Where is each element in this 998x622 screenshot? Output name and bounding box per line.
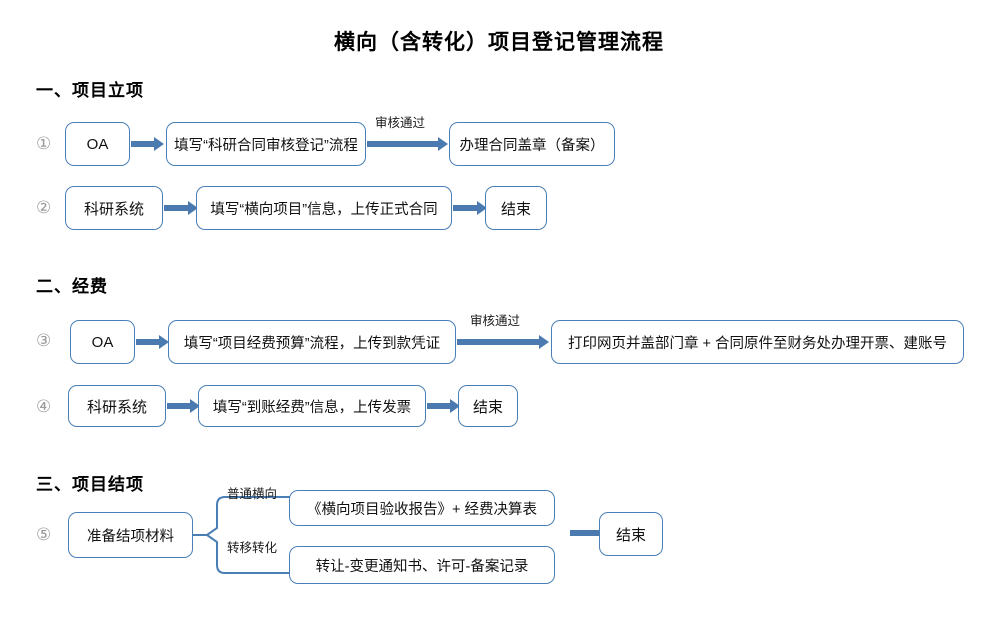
row-index-2: ② <box>36 198 52 217</box>
node-horizontal-project-info[interactable]: 填写“横向项目”信息，上传正式合同 <box>196 186 452 230</box>
node-acceptance-report[interactable]: 《横向项目验收报告》+ 经费决算表 <box>289 490 555 526</box>
node-end-1[interactable]: 结束 <box>485 186 547 230</box>
row-index-5: ⑤ <box>36 525 52 544</box>
section-heading-3: 三、项目结项 <box>36 475 144 494</box>
arrow-4-2 <box>427 403 451 409</box>
node-research-system-1[interactable]: 科研系统 <box>65 186 163 230</box>
edge-label-approved-1: 审核通过 <box>375 116 426 130</box>
row-index-1: ① <box>36 134 52 153</box>
row-index-3: ③ <box>36 331 52 350</box>
arrow-2-2 <box>453 205 478 211</box>
node-end-3[interactable]: 结束 <box>599 512 663 556</box>
node-research-system-2[interactable]: 科研系统 <box>68 385 166 427</box>
node-oa-1[interactable]: OA <box>65 122 130 166</box>
node-print-and-seal[interactable]: 打印网页并盖部门章 + 合同原件至财务处办理开票、建账号 <box>551 320 964 364</box>
arrow-4-1 <box>167 403 191 409</box>
section-heading-1: 一、项目立项 <box>36 81 144 100</box>
node-contract-registration[interactable]: 填写“科研合同审核登记”流程 <box>166 122 366 166</box>
arrow-3-2 <box>457 339 540 345</box>
page-title: 横向（含转化）项目登记管理流程 <box>334 31 664 54</box>
row-index-4: ④ <box>36 397 52 416</box>
branch-label-normal: 普通横向 <box>227 487 278 501</box>
edge-label-approved-2: 审核通过 <box>470 314 521 328</box>
branch-label-transfer: 转移转化 <box>227 541 278 555</box>
arrow-3-1 <box>136 339 160 345</box>
arrow-1-2 <box>367 141 439 147</box>
branch-connector <box>193 496 299 574</box>
arrow-2-1 <box>164 205 189 211</box>
node-received-funds[interactable]: 填写“到账经费”信息，上传发票 <box>198 385 426 427</box>
section-heading-2: 二、经费 <box>36 277 108 296</box>
node-prepare-closing-materials[interactable]: 准备结项材料 <box>68 512 193 558</box>
node-transfer-record[interactable]: 转让-变更通知书、许可-备案记录 <box>289 546 555 584</box>
arrow-5-end <box>570 530 608 536</box>
node-budget-process[interactable]: 填写“项目经费预算”流程，上传到款凭证 <box>168 320 456 364</box>
node-contract-seal[interactable]: 办理合同盖章（备案） <box>449 122 615 166</box>
node-end-2[interactable]: 结束 <box>458 385 518 427</box>
node-oa-2[interactable]: OA <box>70 320 135 364</box>
arrow-1-1 <box>131 141 155 147</box>
